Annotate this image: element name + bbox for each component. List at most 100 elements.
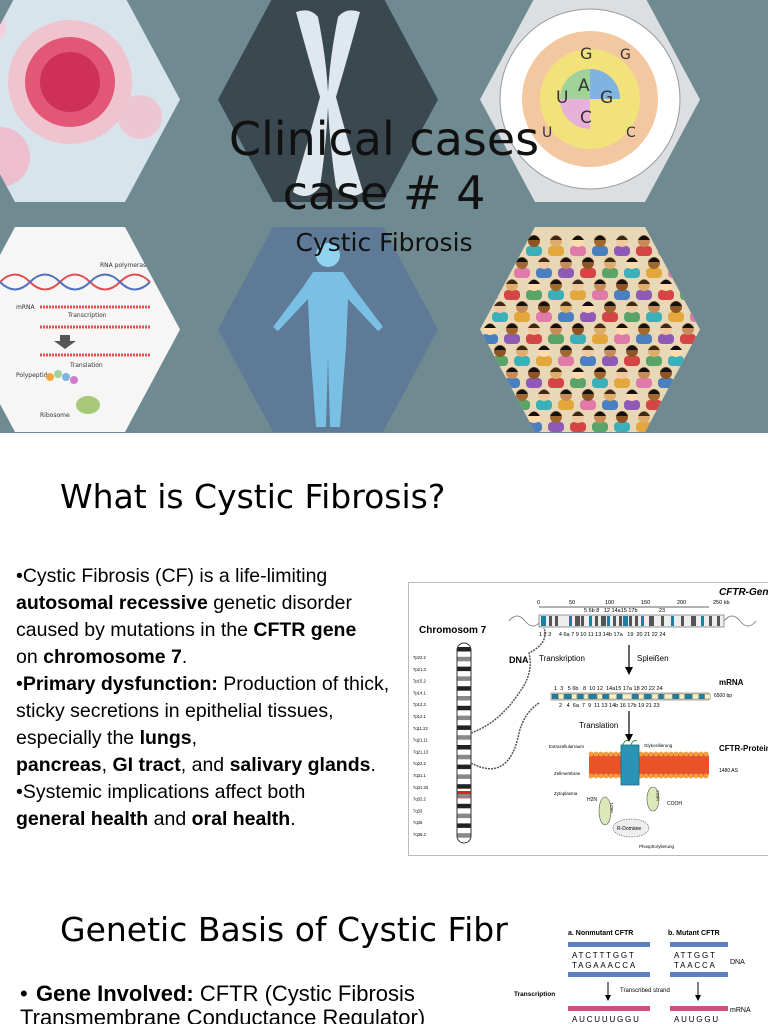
human-body-illustration [218,227,438,432]
codon-letter: C [580,108,592,128]
text-run: Production of thick, sticky secretions i… [16,673,390,749]
bullet-systemic-implications: •Systemic implications affect both gener… [16,781,306,830]
human-body-hex [218,227,438,432]
title-slide: G A G C U G U C RNA polymerase mRNA Tran… [0,0,768,433]
text-run: , [101,754,113,776]
bullet-definition: •Cystic Fibrosis (CF) is a life-limiting… [16,565,357,668]
ribosome-label: Ribosome [40,412,70,419]
text-run: and [148,808,192,830]
phosphorylation-label: Phosphorylierung [639,844,675,849]
chromosome-band-labels: 7p22.2 7p21.3 7p15.2 7p14.1 7p12.3 7p12.1 7q11… [413,655,429,837]
glycosylation-label: Glykosilierung [644,743,673,748]
codon-letter: U [542,125,552,141]
band-label: 7q21.11 [413,738,428,743]
codon-letter: G [580,44,592,63]
dna-seq-b: ATTGGT [674,951,717,960]
slide-title: Genetic Basis of Cystic Fibrosis [60,910,571,949]
dna-label: DNA [509,655,529,665]
band-label: 7q31.1 [413,773,426,778]
text-run: , [191,727,197,749]
rna-polymerase-label: RNA polymerase [100,262,150,269]
polypeptide-label: Polypeptide [16,372,51,379]
title-line-1: Clinical cases [228,112,540,166]
bold-run: chromosome 7 [43,646,182,668]
band-label: 7p12.3 [413,702,426,707]
transcription-label: Transcription [67,312,107,319]
band-label: 7p21.3 [413,667,426,672]
band-label: 7q35 [413,820,423,825]
mrna-numbers-top: 1 3 5 6b 8 10 12 14a15 17a 18 20 22 24 [554,686,663,692]
band-label: 7q21.13 [413,749,429,754]
chromosome-bands [457,647,471,838]
bold-run: Gene Involved: [36,981,194,1006]
band-label: 7q32.2 [413,797,426,802]
mrna-seq-b: AUUGGU [674,1015,720,1024]
presentation-subtitle: Cystic Fibrosis [295,228,473,257]
codon-wheel-hex: G A G C U G U C [480,0,700,202]
gene-title: CFTR-Gen [719,587,768,598]
membrane-label: Zellmembran [554,771,581,776]
mrna-label: mRNA [16,304,36,311]
protein-label: CFTR-Protein [719,744,768,753]
text-run: Systemic implications affect both [22,781,306,803]
transcription-label: Transcription [514,991,555,998]
band-label: 7q22.2 [413,761,426,766]
transcription-label: Transkription [539,654,585,663]
bold-run: salivary glands [229,754,371,776]
slide-title: What is Cystic Fibrosis? [60,477,446,516]
scale-tick: 200 [677,600,686,606]
band-label: 7q36.2 [413,832,426,837]
mrna-label: mRNA [719,678,744,687]
r-domain-label: R-Domäne [617,826,641,832]
text-run: on [16,646,44,668]
band-label: 7p14.1 [413,690,426,695]
exon-numbers: 1 2 3 4 6a 7 9 10 11 13 14b 17a 19 20 21… [539,632,666,638]
scale-tick: 0 [537,600,540,606]
codon-letter: G [620,47,631,63]
scale-tick: 150 [641,600,650,606]
slide-body: •Cystic Fibrosis (CF) is a life-limiting… [16,563,411,833]
scale-tick: 50 [569,600,575,606]
band-label: 7p15.2 [413,679,426,684]
bold-run: GI tract [112,754,181,776]
mrna-exons [551,693,711,700]
dna-seq-a2: TAGAAACCA [572,961,637,970]
bullet-gene-involved: • Gene Involved: CFTR (Cystic Fibrosis Tr… [20,982,520,1024]
band-label: 7p12.1 [413,714,426,719]
dna-label: DNA [730,959,745,966]
mrna-numbers-bottom: 2 4 6a 7 9 11 13 14b 16 17b 19 21 23 [559,703,660,709]
text-run: CFTR (Cystic Fibrosis Transmembrane Cond… [20,981,426,1024]
transcription-diagram-hex: RNA polymerase mRNA Transcription Polype… [0,227,180,432]
chromosome-label: Chromosom 7 [419,625,487,636]
bullet-primary-dysfunction: •Primary dysfunction: Production of thic… [16,673,390,776]
codon-letter: G [600,88,613,108]
cooh-label: COOH [667,801,682,807]
protein-size: 1480 AS [719,768,739,774]
gene-exons [541,616,720,626]
cftr-gene-diagram: CFTR-Gen 0 50 100 150 200 250 kb 1 2 3 4… [413,587,768,849]
transcribed-strand-label: Transcribed strand [620,988,670,994]
exon-numbers-top: 5 6b 8 12 14a15 17b 23 [584,608,665,614]
bullet-dot: • [20,981,28,1006]
codon-letter: C [626,125,636,141]
text-run: Cystic Fibrosis (CF) is a life-limiting [22,565,328,587]
translation-label: Translation [69,362,103,369]
codon-wheel-illustration: G A G C U G U C [480,0,700,202]
transcription-diagram-illustration: RNA polymerase mRNA Transcription Polype… [0,227,180,432]
band-label: 7q33 [413,808,423,813]
codon-letter: A [578,76,590,96]
presentation-title: Clinical cases case # 4 [0,112,768,220]
band-label: 7p22.2 [413,655,426,660]
text-run: genetic disorder caused by mutations in … [16,592,353,641]
extracellular-label: Extrazellularraum [549,744,584,749]
band-label: 7q11.22 [413,726,428,731]
translation-label: Translation [579,721,618,730]
cftr-gene-figure: CFTR-Gen 0 50 100 150 200 250 kb 1 2 3 4… [408,582,768,856]
codon-letter: U [556,88,568,108]
bold-run: pancreas [16,754,102,776]
nonmutant-label: a. Nonmutant CFTR [568,930,633,937]
text-run: . [290,808,296,830]
cytoplasm-label: Zytoplasma [554,791,578,796]
mrna-label: mRNA [730,1007,751,1014]
nbd2-label: NBD2 [655,790,660,801]
